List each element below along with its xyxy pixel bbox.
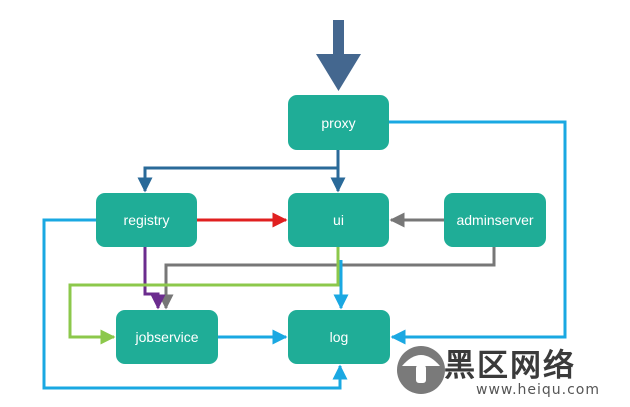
node-jobservice: jobservice (116, 310, 218, 364)
watermark-url: www.heiqu.com (476, 382, 601, 398)
node-adminserver: adminserver (444, 193, 546, 247)
node-log: log (288, 310, 390, 364)
edge-adminserver-jobservice (158, 247, 496, 310)
node-registry: registry (96, 193, 197, 247)
edge-registry-log (42, 218, 348, 390)
edge-ui-jobservice (68, 247, 340, 345)
entry-arrow (316, 20, 361, 91)
watermark-logo-icon (397, 346, 445, 394)
watermark-text: 黑区网络 (444, 348, 576, 384)
edge-proxy-registry (137, 166, 338, 193)
edge-registry-jobservice (143, 247, 166, 310)
edge-proxy-log (389, 120, 567, 345)
node-ui: ui (288, 193, 389, 247)
node-proxy: proxy (288, 95, 389, 150)
